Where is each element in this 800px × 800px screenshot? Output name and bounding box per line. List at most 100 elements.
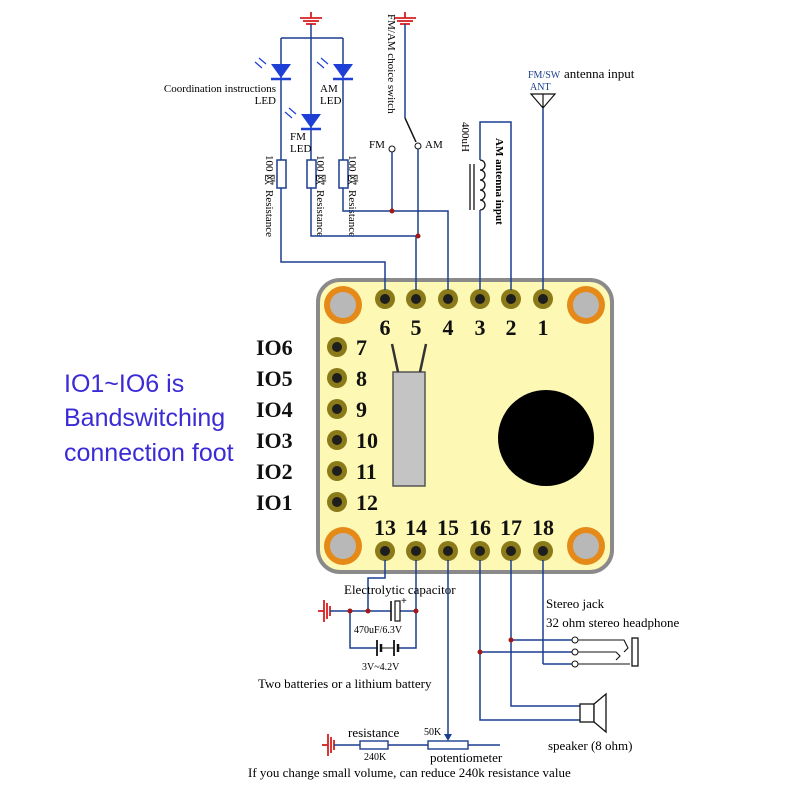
io-label: IO1: [256, 490, 293, 515]
pin-pad-12: [327, 492, 347, 512]
label-50k: 50K: [424, 727, 442, 738]
resistor-label: Resistance: [263, 190, 275, 237]
pin-number: 7: [356, 335, 367, 360]
label-speaker: speaker (8 ohm): [548, 738, 632, 753]
note-line: Bandswitching: [64, 404, 225, 432]
label-potentiometer: potentiometer: [430, 750, 503, 765]
label-fm: FM: [290, 131, 306, 143]
label-fm-sw: FM/SW: [528, 70, 561, 81]
ground-symbol: [300, 12, 322, 25]
io-label: IO5: [256, 366, 293, 391]
io-label: IO3: [256, 428, 293, 453]
resistor-240k: [359, 740, 389, 750]
mounting-hole: [567, 527, 605, 565]
resistor-unit: 欧: [314, 174, 327, 185]
pin-number: 17: [500, 515, 522, 540]
speaker-icon: [579, 692, 607, 734]
battery-voltage: 3V~4.2V: [362, 662, 400, 673]
mounting-hole: [324, 527, 362, 565]
pin-number: 12: [356, 490, 378, 515]
switch-lever: [404, 117, 417, 143]
battery: [376, 640, 400, 656]
label-am-antenna-input: AM antenna input: [493, 138, 505, 225]
junction: [413, 608, 419, 614]
pin-pad-15: [438, 541, 458, 561]
pin-number: 18: [532, 515, 554, 540]
pin-pad-13: [375, 541, 395, 561]
resistor: [276, 159, 287, 189]
label-headphone: 32 ohm stereo headphone: [546, 615, 679, 630]
pin-pad-3: [470, 289, 490, 309]
led-coordination: [254, 57, 291, 81]
pin-number: 8: [356, 366, 367, 391]
label-am: AM: [320, 83, 338, 95]
pin-number: 16: [469, 515, 491, 540]
resistor-label: Resistance: [314, 190, 326, 237]
resistor-value: 100: [346, 155, 358, 172]
pin-pad-5: [406, 289, 426, 309]
pin-pad-6: [375, 289, 395, 309]
junction: [477, 649, 483, 655]
pin-number: 14: [405, 515, 427, 540]
switch-contact-fm: [388, 145, 396, 153]
note-line: IO1~IO6 is: [64, 370, 184, 398]
junction: [365, 608, 371, 614]
label-led: LED: [290, 143, 311, 155]
mounting-hole: [324, 286, 362, 324]
note-line: connection foot: [64, 439, 234, 467]
inductor-value: 400uH: [459, 122, 471, 152]
pin-number: 9: [356, 397, 367, 422]
pin-pad-4: [438, 289, 458, 309]
label-batteries: Two batteries or a lithium battery: [258, 676, 432, 691]
resistor-unit: 欧: [346, 174, 359, 185]
antenna-icon: [529, 93, 557, 109]
speaker-magnet: [498, 390, 594, 486]
led-fm: [284, 107, 321, 131]
pin-pad-2: [501, 289, 521, 309]
footer-note: If you change small volume, can reduce 2…: [248, 765, 571, 780]
io-label: IO6: [256, 335, 293, 360]
pin-pad-17: [501, 541, 521, 561]
potentiometer: [427, 740, 469, 750]
label-led: LED: [320, 95, 341, 107]
label-coordination: Coordination instructions: [164, 83, 276, 95]
label-ant: ANT: [530, 82, 551, 93]
pin-number: 5: [411, 315, 422, 340]
switch-label-am: AM: [425, 139, 443, 151]
resistor-unit: 欧: [263, 174, 276, 185]
junction: [415, 233, 421, 239]
ground-symbol: [318, 600, 331, 622]
resistor-value: 100: [263, 155, 275, 172]
junction: [508, 637, 514, 643]
capacitor: +: [390, 596, 407, 622]
wiper-arrow: [444, 734, 452, 741]
label-240k: 240K: [364, 752, 387, 763]
svg-text:+: +: [401, 596, 407, 607]
label-led: LED: [255, 95, 276, 107]
label-resistance: resistance: [348, 725, 399, 740]
pin-number: 4: [443, 315, 454, 340]
pin-pad-10: [327, 430, 347, 450]
switch-label-fm: FM: [369, 139, 385, 151]
pin-number: 1: [538, 315, 549, 340]
module-board: [316, 278, 614, 574]
pin-pad-18: [533, 541, 553, 561]
stereo-jack: [571, 636, 639, 668]
pin-pad-8: [327, 368, 347, 388]
label-fm-am-switch: FM/AM choice switch: [385, 14, 397, 114]
resistor-label: Resistance: [346, 190, 358, 237]
label-stereo-jack: Stereo jack: [546, 596, 605, 611]
pin-number: 13: [374, 515, 396, 540]
io-label: IO2: [256, 459, 293, 484]
pin-pad-7: [327, 337, 347, 357]
capacitor-value: 470uF/6.3V: [354, 625, 403, 636]
pin-number: 15: [437, 515, 459, 540]
pin-number: 3: [475, 315, 486, 340]
ground-symbol: [322, 734, 335, 756]
led-am: [316, 57, 353, 81]
switch-contact-am: [414, 142, 422, 150]
ferrite-leads: [390, 343, 428, 373]
pin-number: 2: [506, 315, 517, 340]
junction: [347, 608, 353, 614]
